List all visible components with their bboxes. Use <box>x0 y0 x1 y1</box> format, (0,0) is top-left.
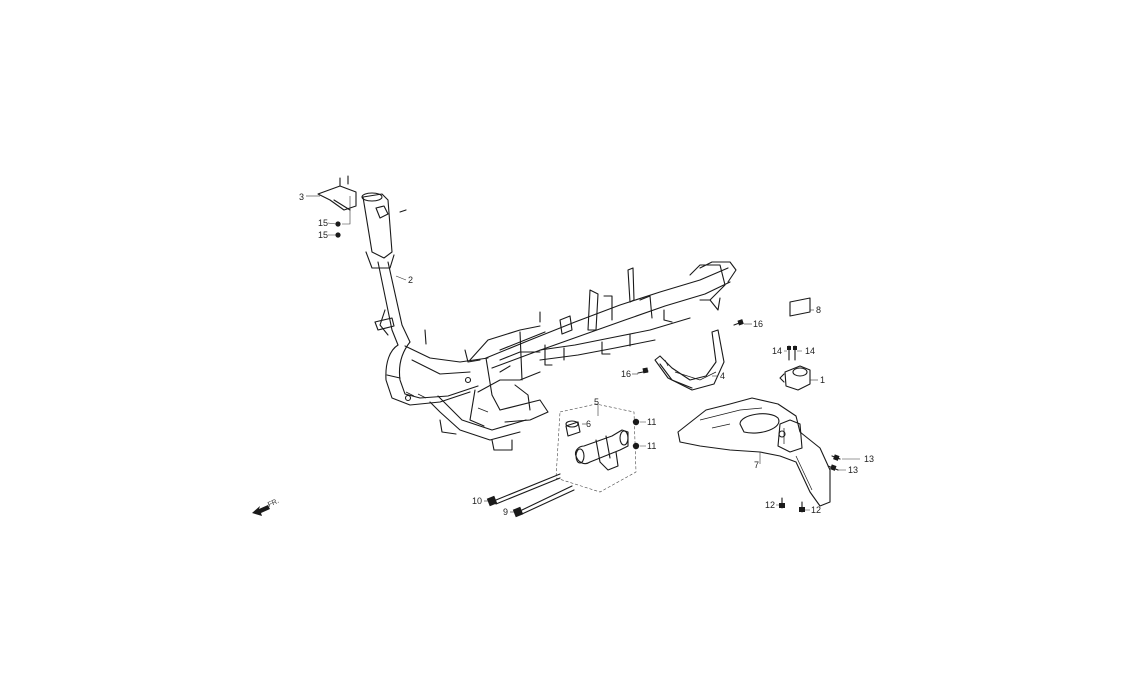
part-16-bolt-upper <box>733 319 744 326</box>
callout-14-left: 14 <box>772 346 782 356</box>
front-direction-indicator: FR. <box>252 498 280 516</box>
front-label: FR. <box>267 498 280 509</box>
part-16-bolt-lower <box>637 367 649 374</box>
callout-10: 10 <box>472 496 482 506</box>
part-13-fasteners <box>827 454 841 471</box>
leader-lines <box>306 195 860 513</box>
callout-1: 1 <box>820 375 825 385</box>
part-5-assembly <box>555 403 637 493</box>
part-6-bushing <box>565 420 581 437</box>
callout-16-lower: 16 <box>621 369 631 379</box>
callout-15-upper: 15 <box>318 218 328 228</box>
part-11-nuts <box>632 418 640 450</box>
callout-13-upper: 13 <box>864 454 874 464</box>
callout-12-right: 12 <box>811 505 821 515</box>
callout-2: 2 <box>408 275 413 285</box>
callout-3: 3 <box>299 192 304 202</box>
part-1-clamp <box>779 365 811 391</box>
engine-hanger <box>574 429 629 471</box>
part-12-screws <box>779 497 805 513</box>
callout-4: 4 <box>720 371 725 381</box>
part-15-nuts <box>335 221 341 238</box>
callout-14-right: 14 <box>805 346 815 356</box>
part-8-plate <box>789 297 811 317</box>
part-9-long-bolt <box>512 485 575 518</box>
part-4-rear-bracket <box>654 329 725 391</box>
callout-labels: 3 15 15 2 16 16 4 8 14 14 1 5 6 11 11 7 … <box>299 192 874 517</box>
part-7-rear-fender <box>677 397 831 507</box>
callout-7: 7 <box>754 460 759 470</box>
part-10-long-bolt <box>486 473 561 507</box>
main-frame <box>361 192 737 451</box>
callout-6: 6 <box>586 419 591 429</box>
callout-9: 9 <box>503 507 508 517</box>
callout-12-left: 12 <box>765 500 775 510</box>
part-14-bolts <box>787 345 797 361</box>
callout-11-upper: 11 <box>647 417 656 427</box>
part-3-bracket <box>317 175 357 211</box>
callout-15-lower: 15 <box>318 230 328 240</box>
callout-8: 8 <box>816 305 821 315</box>
callout-11-lower: 11 <box>647 441 656 451</box>
callout-13-lower: 13 <box>848 465 858 475</box>
callout-5: 5 <box>594 397 599 407</box>
front-arrow-icon <box>252 505 270 516</box>
callout-16-upper: 16 <box>753 319 763 329</box>
